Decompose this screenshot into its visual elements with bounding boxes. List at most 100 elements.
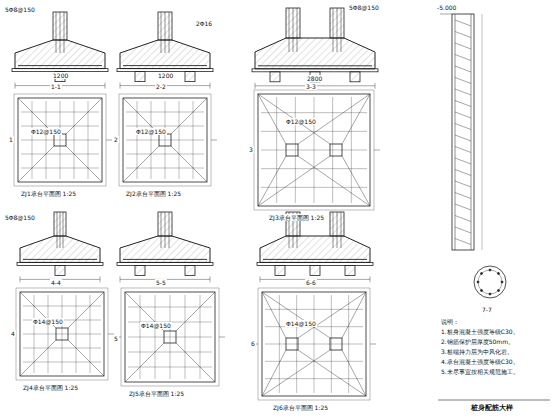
drawing-line bbox=[66, 146, 102, 182]
section-label: 4-4 bbox=[50, 279, 62, 286]
drawing-line bbox=[333, 8, 334, 52]
drawing-line bbox=[455, 78, 471, 84]
drawing-line bbox=[293, 8, 294, 52]
drawing-line bbox=[332, 97, 333, 203]
pile-cap-plan bbox=[262, 292, 366, 396]
rebar-dot bbox=[501, 281, 503, 283]
drawing-line bbox=[23, 348, 101, 349]
drawing-line bbox=[171, 146, 207, 182]
drawing-label: Φ14@150 bbox=[285, 320, 317, 327]
callout-number: 6 bbox=[250, 340, 256, 347]
drawing-line bbox=[455, 55, 471, 61]
drawing-line bbox=[261, 187, 367, 188]
rebar-dot bbox=[497, 289, 499, 291]
drawing-line bbox=[169, 12, 170, 53]
drawing-line bbox=[337, 8, 338, 52]
drawing-label: ZJ6承台平面图 1:25 bbox=[272, 404, 329, 411]
drawing-line bbox=[211, 140, 217, 141]
drawing-line bbox=[18, 65, 102, 66]
drawing-line bbox=[210, 276, 211, 282]
dimension-frame bbox=[258, 288, 370, 400]
drawing-line bbox=[210, 83, 211, 89]
callout-number: 2 bbox=[113, 136, 119, 143]
drawing-label: 1200 bbox=[157, 72, 174, 79]
drawing-line bbox=[262, 292, 330, 338]
drawing-line bbox=[455, 20, 471, 26]
drawing-line bbox=[342, 156, 370, 206]
drawing-line bbox=[455, 147, 471, 153]
drawing-line bbox=[123, 259, 207, 260]
drawing-line bbox=[176, 292, 215, 331]
drawing-label: Φ14@150 bbox=[32, 318, 64, 325]
drawing-line bbox=[375, 83, 376, 89]
drawing-line bbox=[68, 292, 104, 328]
pile-top bbox=[135, 265, 145, 275]
drawing-line bbox=[370, 276, 371, 282]
pile-cap-section bbox=[260, 236, 370, 262]
drawing-line bbox=[120, 276, 121, 282]
drawing-line bbox=[261, 168, 367, 169]
drawing-line bbox=[342, 350, 366, 396]
drawing-line bbox=[18, 146, 54, 182]
cushion-layer bbox=[252, 69, 378, 72]
section-label: 2-2 bbox=[155, 83, 167, 90]
drawing-line bbox=[455, 239, 471, 245]
section-label: 3-3 bbox=[305, 83, 317, 90]
drawing-line bbox=[60, 212, 61, 248]
drawing-line bbox=[258, 156, 286, 206]
pile-cap-plan bbox=[20, 292, 104, 376]
drawing-line bbox=[341, 8, 342, 52]
drawing-label: 3.桩端持力层为中风化岩。 bbox=[440, 348, 514, 355]
drawing-line bbox=[265, 344, 363, 345]
drawing-line bbox=[455, 135, 471, 141]
drawing-line bbox=[23, 259, 97, 260]
drawing-line bbox=[455, 43, 471, 49]
drawing-label: 4.承台混凝土强度等级C30。 bbox=[440, 358, 520, 365]
drawing-line bbox=[298, 156, 370, 206]
pile-top bbox=[270, 72, 280, 82]
pile-top bbox=[275, 265, 285, 275]
section-label: 6-6 bbox=[305, 279, 317, 286]
callout-number: 5 bbox=[113, 335, 119, 342]
drawing-label: 2800 bbox=[306, 75, 323, 82]
drawing-line bbox=[262, 350, 330, 396]
callout-number: 3 bbox=[248, 146, 254, 153]
drawing-label: 5Φ8@150 bbox=[4, 6, 36, 13]
rebar-dot bbox=[497, 273, 499, 275]
pile-top bbox=[310, 265, 320, 275]
cushion-layer bbox=[117, 262, 213, 265]
pile-cap-plan bbox=[123, 98, 207, 182]
drawing-line bbox=[455, 216, 471, 222]
drawing-label: 1200 bbox=[52, 72, 69, 79]
drawing-line bbox=[348, 295, 349, 393]
drawing-label: 5Φ8@150 bbox=[4, 214, 36, 221]
dimension-frame bbox=[254, 90, 374, 210]
drawing-line bbox=[15, 83, 16, 89]
drawing-line bbox=[341, 212, 342, 248]
drawing-line bbox=[126, 168, 204, 169]
pile-top bbox=[185, 72, 195, 82]
pile-cap-plan bbox=[18, 98, 102, 182]
drawing-line bbox=[260, 276, 261, 282]
drawing-line bbox=[66, 98, 102, 134]
drawing-line bbox=[23, 334, 101, 335]
drawing-label: 说明： bbox=[440, 318, 460, 325]
section-label: 1-1 bbox=[50, 83, 62, 90]
pile-cross-section bbox=[474, 266, 506, 298]
drawing-line bbox=[161, 12, 162, 53]
rebar-dot bbox=[489, 293, 491, 295]
drawing-line bbox=[179, 101, 180, 179]
pile-top bbox=[135, 72, 145, 82]
dimension-frame bbox=[16, 288, 108, 380]
drawing-line bbox=[169, 212, 170, 248]
drawing-label: 2Φ16 bbox=[195, 20, 213, 27]
rebar-dot bbox=[477, 281, 479, 283]
drawing-line bbox=[455, 32, 471, 38]
drawing-line bbox=[438, 400, 550, 401]
drawing-line bbox=[455, 101, 471, 107]
drawing-line bbox=[258, 156, 330, 206]
drawing-line bbox=[171, 98, 207, 134]
drawing-line bbox=[20, 276, 21, 282]
drawing-label: Φ12@150 bbox=[135, 128, 167, 135]
